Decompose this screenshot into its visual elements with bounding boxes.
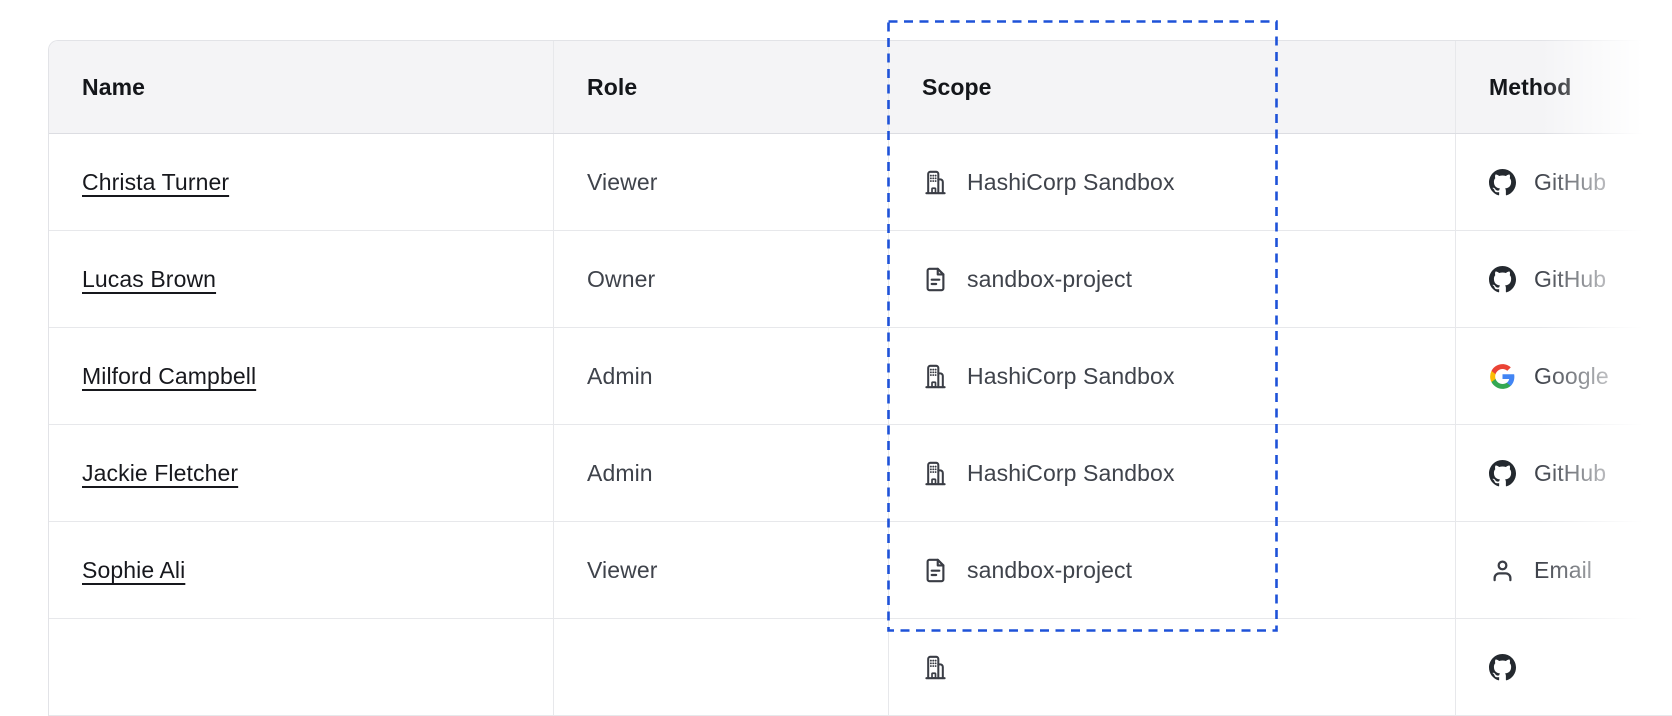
method-label: Email (1534, 556, 1593, 583)
table-row: Lucas Brown Owner sandbox-project GitHub (49, 231, 1672, 328)
role-cell: Owner (554, 231, 889, 327)
name-cell (49, 619, 554, 715)
scope-label: sandbox-project (967, 265, 1133, 292)
member-role: Owner (587, 265, 656, 292)
method-label: Google (1534, 362, 1609, 389)
github-icon (1489, 459, 1516, 487)
method-cell: GitHub (1456, 425, 1672, 521)
scope-label: HashiCorp Sandbox (967, 168, 1175, 195)
scope-cell (889, 619, 1456, 715)
column-header-scope: Scope (889, 41, 1456, 133)
scope-cell: sandbox-project (889, 231, 1456, 327)
scope-label: HashiCorp Sandbox (967, 459, 1175, 486)
column-header-name: Name (49, 41, 554, 133)
member-name-link[interactable]: Sophie Ali (82, 556, 186, 583)
org-icon (922, 460, 949, 487)
member-name-link[interactable]: Milford Campbell (82, 362, 257, 389)
member-role: Viewer (587, 168, 658, 195)
github-icon (1489, 168, 1516, 196)
method-label: GitHub (1534, 265, 1607, 292)
role-cell: Admin (554, 328, 889, 424)
method-cell: Email (1456, 522, 1672, 618)
org-icon (922, 169, 949, 196)
file-icon (922, 266, 949, 293)
scope-label: HashiCorp Sandbox (967, 362, 1175, 389)
role-cell: Viewer (554, 134, 889, 230)
table-header-row: Name Role Scope Method (49, 41, 1672, 134)
github-icon (1489, 653, 1516, 681)
scope-cell: HashiCorp Sandbox (889, 134, 1456, 230)
name-cell: Milford Campbell (49, 328, 554, 424)
scope-cell: HashiCorp Sandbox (889, 328, 1456, 424)
org-icon (922, 363, 949, 390)
role-cell: Admin (554, 425, 889, 521)
table-row: Sophie Ali Viewer sandbox-project Email (49, 522, 1672, 619)
table-row (49, 619, 1672, 716)
column-header-method: Method (1456, 41, 1672, 133)
role-cell (554, 619, 889, 715)
member-role: Admin (587, 459, 653, 486)
method-cell: Google (1456, 328, 1672, 424)
google-icon (1489, 363, 1516, 390)
method-cell: GitHub (1456, 134, 1672, 230)
method-label: GitHub (1534, 168, 1607, 195)
scope-label: sandbox-project (967, 556, 1133, 583)
column-header-label: Name (82, 73, 146, 100)
name-cell: Jackie Fletcher (49, 425, 554, 521)
member-name-link[interactable]: Lucas Brown (82, 265, 217, 292)
method-cell (1456, 619, 1672, 715)
table-row: Christa Turner Viewer HashiCorp Sandbox Git… (49, 134, 1672, 231)
name-cell: Lucas Brown (49, 231, 554, 327)
github-icon (1489, 265, 1516, 293)
column-header-label: Scope (922, 73, 992, 100)
member-name-link[interactable]: Christa Turner (82, 168, 230, 195)
scope-cell: sandbox-project (889, 522, 1456, 618)
column-header-label: Method (1489, 73, 1572, 100)
member-role: Admin (587, 362, 653, 389)
file-icon (922, 557, 949, 584)
name-cell: Christa Turner (49, 134, 554, 230)
method-cell: GitHub (1456, 231, 1672, 327)
role-cell: Viewer (554, 522, 889, 618)
method-label: GitHub (1534, 459, 1607, 486)
org-icon (922, 654, 949, 681)
member-name-link[interactable]: Jackie Fletcher (82, 459, 239, 486)
person-icon (1489, 557, 1516, 584)
name-cell: Sophie Ali (49, 522, 554, 618)
column-header-role: Role (554, 41, 889, 133)
column-header-label: Role (587, 73, 638, 100)
table-row: Jackie Fletcher Admin HashiCorp Sandbox Git… (49, 425, 1672, 522)
scope-cell: HashiCorp Sandbox (889, 425, 1456, 521)
table-row: Milford Campbell Admin HashiCorp Sandbox Go… (49, 328, 1672, 425)
member-role: Viewer (587, 556, 658, 583)
